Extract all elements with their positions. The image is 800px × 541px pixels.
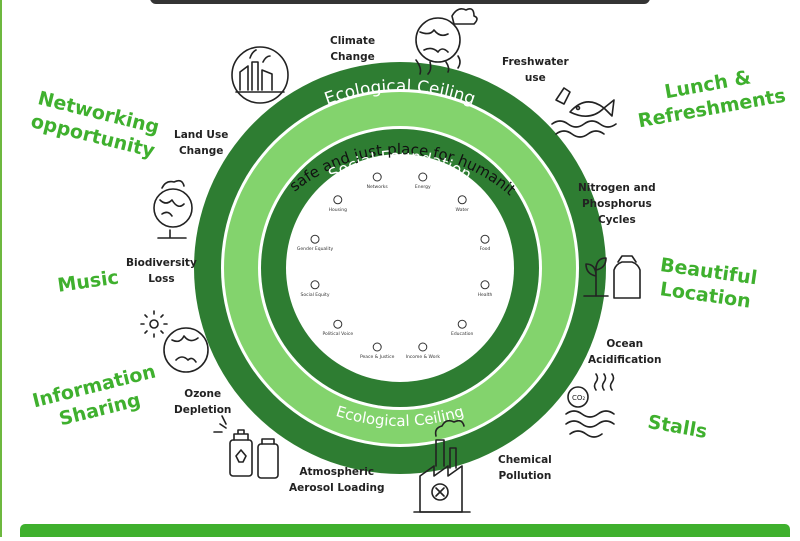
social-item-icon xyxy=(418,342,428,352)
social-item-label: Gender Equality xyxy=(297,246,334,252)
social-item-icon xyxy=(457,319,467,329)
social-item-icon xyxy=(480,280,490,290)
social-item-icon xyxy=(457,195,467,205)
social-item-icon xyxy=(333,195,343,205)
doughnut-hole xyxy=(286,154,514,382)
social-item-icon xyxy=(372,172,382,182)
social-item-icon xyxy=(418,172,428,182)
social-item-label: Water xyxy=(456,207,469,213)
social-item-label: Networks xyxy=(367,184,389,190)
ozone-icon xyxy=(140,310,209,373)
social-item-label: Energy xyxy=(415,184,431,190)
freshwater-icon xyxy=(551,87,617,138)
ocean-acidification-icon xyxy=(565,373,615,438)
chemical-pollution-icon xyxy=(413,419,471,513)
aerosol-icon xyxy=(213,415,279,479)
climate-change-icon xyxy=(415,8,478,75)
social-item-label: Food xyxy=(480,246,491,252)
cropped-bottom-text xyxy=(20,524,790,541)
social-item-label: Health xyxy=(478,292,493,298)
social-item-icon xyxy=(372,342,382,352)
social-item-label: Social Equity xyxy=(300,292,329,298)
nitrogen-icon xyxy=(583,255,641,299)
left-border xyxy=(0,0,2,537)
social-item-icon xyxy=(310,280,320,290)
social-item-label: Education xyxy=(451,331,474,337)
social-item-label: Peace & Justice xyxy=(360,354,395,360)
social-item-icon xyxy=(310,234,320,244)
social-item-label: Housing xyxy=(329,207,347,213)
cropped-headline xyxy=(150,0,650,4)
social-item-label: Income & Work xyxy=(406,354,441,360)
land-use-icon xyxy=(231,46,289,104)
biodiversity-icon xyxy=(153,179,193,239)
social-item-label: Political Voice xyxy=(322,331,353,337)
co2-label: CO₂ xyxy=(572,394,585,402)
social-item-icon xyxy=(480,234,490,244)
social-item-icon xyxy=(333,319,343,329)
